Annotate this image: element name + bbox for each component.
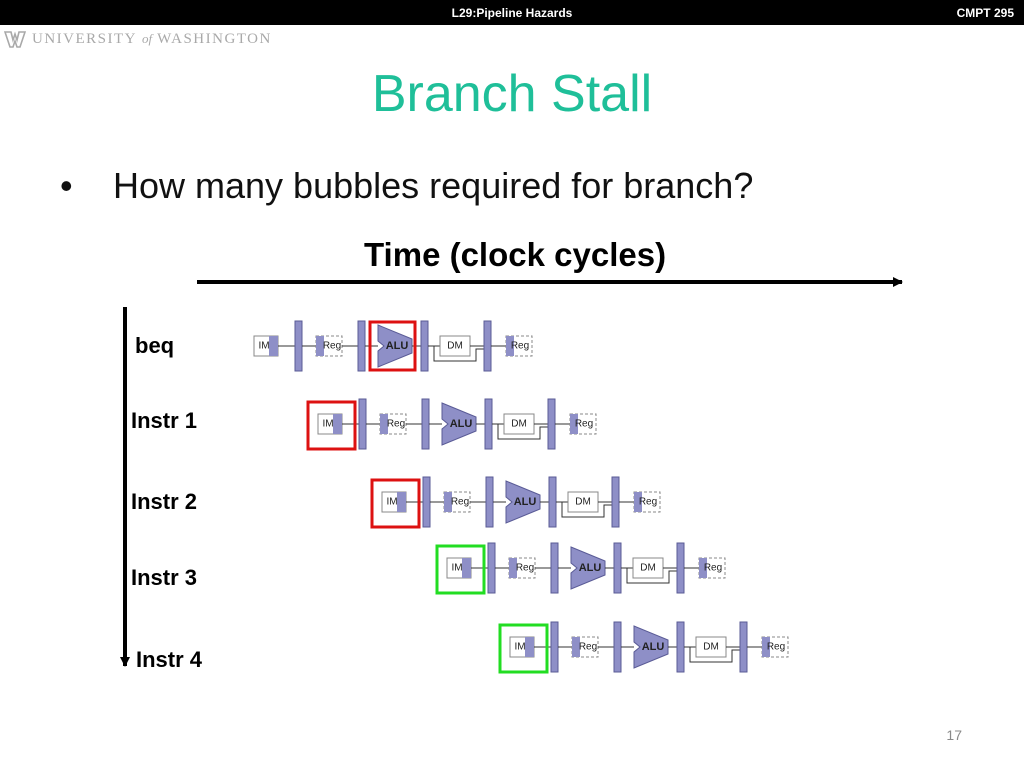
pipeline-register — [547, 398, 556, 450]
writeback-reg-shade — [634, 492, 642, 512]
bypass-wire — [497, 424, 548, 440]
alu-shape — [570, 546, 606, 590]
pipeline-register — [294, 320, 303, 372]
writeback-reg-label: Reg — [767, 642, 785, 653]
dm-label: DM — [511, 419, 527, 430]
pipeline-register — [483, 320, 492, 372]
stage-highlight-box — [368, 320, 417, 372]
instr-label-2: Instr 2 — [131, 489, 198, 514]
pipeline-register — [550, 621, 559, 673]
writeback-reg-shade — [762, 637, 770, 657]
reg-label: Reg — [323, 341, 341, 352]
pipeline-register — [739, 621, 748, 673]
im-shade — [525, 637, 534, 657]
bullet-marker: • — [60, 165, 73, 206]
pipeline-row: IM Reg ALU DM Reg — [498, 621, 789, 674]
reg-label: Reg — [579, 642, 597, 653]
dm-label: DM — [703, 642, 719, 653]
reg-label: Reg — [516, 563, 534, 574]
instr-label-beq: beq — [135, 333, 175, 358]
pipeline-register — [676, 621, 685, 673]
alu-shape — [377, 324, 413, 368]
pipeline-register — [550, 542, 559, 594]
pipeline-row: IM Reg ALU DM Reg — [306, 398, 597, 451]
dm-label: DM — [575, 497, 591, 508]
header-bar: L29:Pipeline Hazards CMPT 295 — [0, 0, 1024, 25]
logo-word-washington: WASHINGTON — [157, 30, 272, 47]
pipeline-register — [484, 398, 493, 450]
im-shade — [269, 336, 278, 356]
dm-label: DM — [447, 341, 463, 352]
pipeline-register — [485, 476, 494, 528]
writeback-reg-shade — [699, 558, 707, 578]
pipeline-register — [421, 398, 430, 450]
writeback-reg-label: Reg — [639, 497, 657, 508]
pipeline-register — [676, 542, 685, 594]
writeback-reg-shade — [506, 336, 514, 356]
slide-title: Branch Stall — [371, 65, 653, 123]
pipeline-register — [613, 542, 622, 594]
pipeline-register — [357, 320, 366, 372]
reg-shade — [509, 558, 517, 578]
university-logo: UNIVERSITY of WASHINGTON — [4, 28, 272, 50]
pipeline-register — [611, 476, 620, 528]
logo-word-of: of — [142, 31, 153, 46]
pipeline-register — [358, 398, 367, 450]
reg-shade — [572, 637, 580, 657]
logo-word-university: UNIVERSITY — [32, 30, 137, 47]
pipeline-register — [422, 476, 431, 528]
im-label: IM — [451, 563, 462, 574]
alu-label: ALU — [514, 496, 537, 508]
time-axis-label: Time (clock cycles) — [364, 236, 667, 273]
reg-shade — [444, 492, 452, 512]
pipeline-row: IM Reg ALU DM Reg — [435, 542, 726, 595]
alu-shape — [505, 480, 541, 524]
writeback-reg-shade — [570, 414, 578, 434]
course-code: CMPT 295 — [956, 6, 1014, 20]
instr-label-3: Instr 3 — [131, 565, 198, 590]
pipeline-register — [420, 320, 429, 372]
bullet-text: How many bubbles required for branch? — [113, 165, 754, 206]
im-label: IM — [322, 419, 333, 430]
stage-highlight-box — [498, 623, 549, 674]
pipeline-register — [548, 476, 557, 528]
reg-shade — [380, 414, 388, 434]
im-label: IM — [386, 497, 397, 508]
stage-highlight-box — [306, 400, 357, 451]
im-label: IM — [514, 642, 525, 653]
bypass-wire — [561, 502, 612, 518]
reg-label: Reg — [451, 497, 469, 508]
instr-label-4: Instr 4 — [136, 647, 203, 672]
alu-label: ALU — [386, 340, 409, 352]
bypass-wire — [626, 568, 677, 584]
uw-w-icon — [4, 31, 26, 48]
pipeline-register — [487, 542, 496, 594]
stage-highlight-box — [435, 544, 486, 595]
im-shade — [333, 414, 342, 434]
page-number: 17 — [946, 727, 962, 743]
instr-label-1: Instr 1 — [131, 408, 198, 433]
pipeline-row: IM Reg ALU DM Reg — [253, 320, 533, 372]
header-title: L29:Pipeline Hazards — [451, 6, 573, 20]
writeback-reg-label: Reg — [704, 563, 722, 574]
im-label: IM — [258, 341, 269, 352]
pipeline-register — [613, 621, 622, 673]
stage-highlight-box — [370, 478, 421, 529]
alu-label: ALU — [579, 562, 602, 574]
alu-label: ALU — [642, 641, 665, 653]
dm-label: DM — [640, 563, 656, 574]
reg-shade — [316, 336, 324, 356]
pipeline-row: IM Reg ALU DM Reg — [370, 476, 661, 529]
writeback-reg-label: Reg — [575, 419, 593, 430]
alu-label: ALU — [450, 418, 473, 430]
writeback-reg-label: Reg — [511, 341, 529, 352]
alu-shape — [441, 402, 477, 446]
alu-shape — [633, 625, 669, 669]
reg-label: Reg — [387, 419, 405, 430]
bypass-wire — [689, 647, 740, 663]
im-shade — [462, 558, 471, 578]
bypass-wire — [433, 346, 484, 362]
im-shade — [397, 492, 406, 512]
